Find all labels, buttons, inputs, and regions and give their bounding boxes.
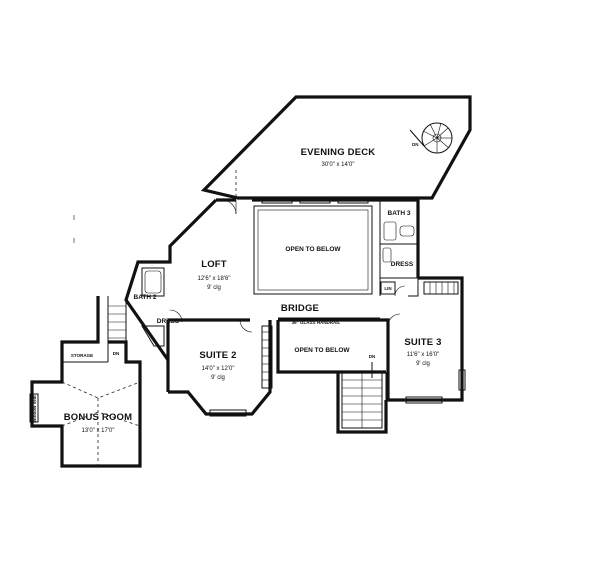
suite-3-ceiling: 9' clg bbox=[416, 361, 430, 367]
lin-label: LIN bbox=[384, 286, 391, 291]
suite-3: SUITE 3 11'6" x 16'0" 9' clg bbox=[387, 281, 466, 404]
bridge-label: BRIDGE bbox=[281, 303, 319, 314]
bath-2-label: BATH 2 bbox=[134, 294, 157, 301]
suite-2-dims: 14'0" x 12'0" bbox=[202, 366, 235, 372]
spiral-stair-dn-label: DN bbox=[412, 142, 419, 147]
bath-3-label: BATH 3 bbox=[388, 210, 411, 217]
bonus-room-label: BONUS ROOM bbox=[64, 412, 133, 423]
closet-shelving-icon bbox=[423, 281, 459, 295]
window-seat-label: window seat bbox=[32, 395, 37, 423]
evening-deck-label: EVENING DECK bbox=[301, 147, 376, 158]
dress-right-label: DRESS bbox=[391, 261, 414, 268]
main-stair-icon bbox=[341, 362, 383, 429]
open-to-below-upper: OPEN TO BELOW bbox=[253, 205, 373, 295]
suite-2-ceiling: 9' clg bbox=[211, 375, 225, 381]
bonus-stair-icon bbox=[108, 305, 126, 339]
evening-deck-dims: 30'0" x 14'0" bbox=[322, 162, 355, 168]
open-to-below-lower-label: OPEN TO BELOW bbox=[294, 347, 350, 354]
closet-shelving-icon bbox=[262, 331, 272, 381]
suite-3-dims: 11'6" x 16'0" bbox=[407, 352, 439, 358]
suite-3-label: SUITE 3 bbox=[404, 337, 441, 348]
suite-2: SUITE 2 14'0" x 12'0" 9' clg bbox=[199, 319, 273, 417]
bonus-stair-dn-label: DN bbox=[113, 351, 120, 356]
bridge-handrail-label: 36" GLASS HANDRAIL bbox=[292, 320, 341, 325]
bonus-room: DN STORAGE window seat BONUS ROOM 13'0" … bbox=[29, 296, 142, 468]
bath-3: BATH 3 DRESS LIN bbox=[380, 210, 415, 297]
storage-label: STORAGE bbox=[71, 353, 93, 358]
open-to-below-upper-label: OPEN TO BELOW bbox=[285, 246, 341, 253]
deck-windows bbox=[261, 196, 369, 204]
bonus-room-dims: 13'0" x 17'0" bbox=[82, 428, 115, 434]
loft-ceiling: 9' clg bbox=[207, 285, 221, 291]
suite-2-label: SUITE 2 bbox=[199, 350, 236, 361]
upper-floor-walls bbox=[124, 198, 464, 434]
loft-dims: 12'6" x 18'6" bbox=[198, 276, 231, 282]
main-stair-dn-label: DN bbox=[369, 354, 376, 359]
dress-left-label: DRESS bbox=[157, 318, 180, 325]
loft-label: LOFT bbox=[201, 259, 227, 270]
bath-2: BATH 2 DRESS bbox=[134, 267, 183, 347]
spiral-stair-icon bbox=[409, 122, 453, 154]
evening-deck: DN EVENING DECK 30'0" x 14'0" bbox=[200, 95, 472, 200]
